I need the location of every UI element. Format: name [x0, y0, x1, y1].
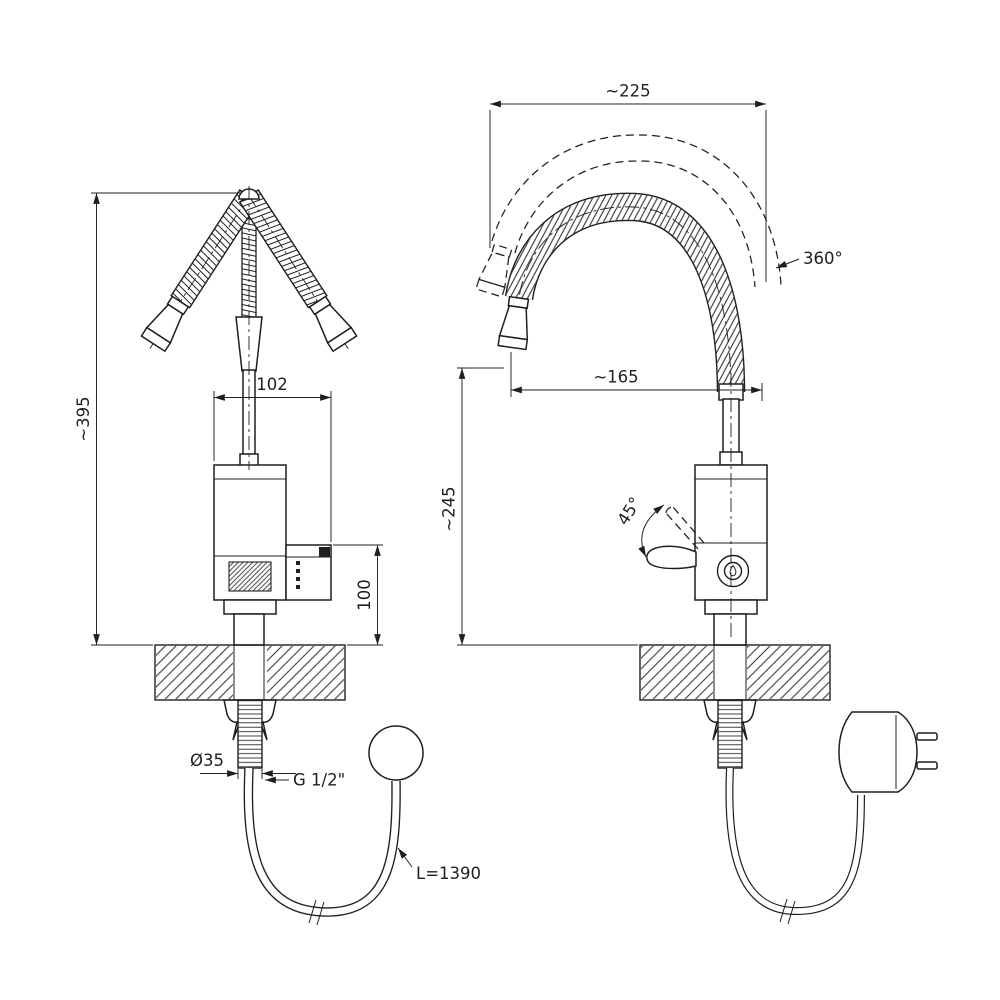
dimension-spout-reach: ~165: [510, 352, 763, 401]
right-view: ~225 ~165 ~245 360° 45°: [440, 82, 938, 925]
hose-ball-end: [368, 725, 424, 781]
dimension-body-height: 100: [333, 544, 383, 646]
dim-body-height-label: 100: [355, 579, 374, 611]
dim-overall-height-label: ~395: [74, 396, 93, 441]
dimension-top-width: 102: [213, 375, 332, 542]
drop-icon: [729, 564, 737, 577]
gooseneck-swivel-dashed: [475, 134, 782, 298]
swivel-angle-label: 360°: [803, 249, 843, 268]
dim-shank-diameter-label: Ø35: [190, 751, 224, 770]
break-tick: [308, 899, 317, 924]
outlet-emblem: [716, 554, 750, 588]
handle-angle-label: 45°: [614, 494, 646, 529]
threaded-shank-left: [237, 699, 263, 769]
supply-hose: [243, 725, 424, 926]
countertop-right: [639, 644, 831, 701]
plug-pin: [916, 732, 938, 741]
break-tick: [787, 900, 796, 925]
plug-pin: [916, 761, 938, 770]
callout-thread-size: G 1/2": [265, 771, 345, 790]
dimension-shank-diameter: Ø35: [190, 751, 296, 779]
power-cord: [725, 767, 865, 925]
hose-length-label: L=1390: [416, 864, 481, 883]
flex-hose-left-position: [140, 189, 260, 352]
break-tick: [779, 898, 788, 923]
handle: [638, 504, 705, 570]
threaded-shank-right: [717, 699, 743, 769]
power-plug: [838, 711, 938, 793]
heater-body-front: [213, 464, 332, 646]
break-tick: [316, 901, 325, 926]
dim-spout-height-label: ~245: [440, 486, 459, 531]
dimension-overall-height: ~395: [74, 192, 242, 646]
dim-spout-span-label: ~225: [605, 82, 650, 101]
dim-spout-reach-label: ~165: [593, 368, 638, 387]
thread-size-label: G 1/2": [293, 771, 345, 790]
gooseneck-spout: [497, 192, 746, 467]
countertop-left: [154, 644, 346, 701]
side-switch: [319, 547, 330, 557]
dim-top-width-label: 102: [256, 375, 288, 394]
spout-riser: [235, 196, 263, 467]
flex-hose-right-position: [238, 189, 358, 352]
callout-swivel-angle: 360°: [775, 249, 843, 269]
dimension-spout-height: ~245: [440, 367, 638, 646]
left-view: ~395 102 100 Ø35 G 1/2" L=1390: [74, 186, 481, 926]
aerator-nozzle: [497, 295, 534, 351]
dimension-spout-span: ~225: [489, 82, 767, 282]
callout-hose-length: L=1390: [397, 847, 481, 883]
